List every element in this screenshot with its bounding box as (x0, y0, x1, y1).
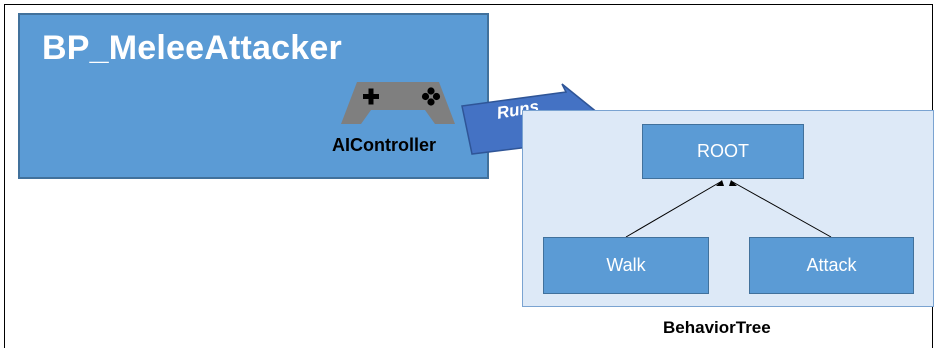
controller-label: AIController (332, 135, 437, 155)
actor-box: BP_MeleeAttacker AIController (18, 13, 489, 179)
tree-node-root: ROOT (642, 124, 804, 179)
tree-node-attack: Attack (749, 237, 914, 294)
actor-title: BP_MeleeAttacker (42, 29, 342, 67)
gamepad-icon (341, 82, 455, 124)
behavior-tree-label: BehaviorTree (663, 318, 771, 337)
tree-node-walk: Walk (543, 237, 709, 294)
